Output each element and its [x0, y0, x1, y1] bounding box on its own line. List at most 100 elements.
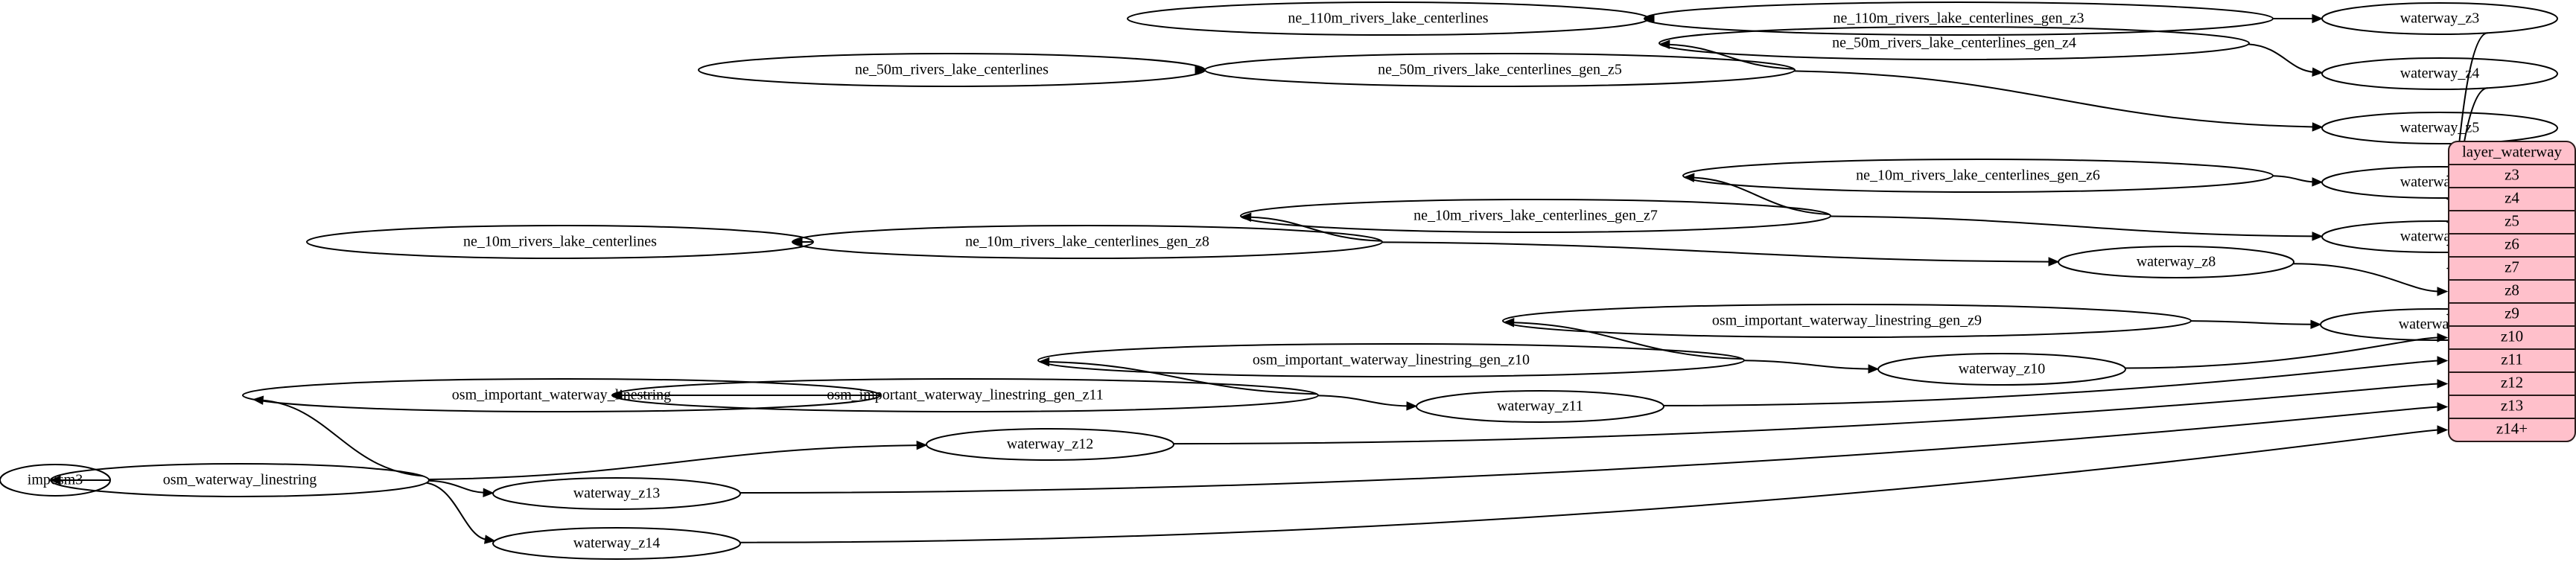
node-label-osm_waterway_linestring: osm_waterway_linestring [163, 472, 317, 488]
node-label-osm_important_waterway_linestring_gen_z11: osm_important_waterway_linestring_gen_z1… [827, 387, 1103, 403]
edge-arrowhead [2437, 402, 2449, 412]
node-osm_important_waterway_linestring_gen_z11[interactable]: osm_important_waterway_linestring_gen_z1… [611, 378, 1319, 412]
node-osm_important_waterway_linestring_gen_z10[interactable]: osm_important_waterway_linestring_gen_z1… [1037, 343, 1745, 377]
edge-waterway_z14-to-layer_waterway_z14_ [740, 429, 2440, 543]
edge-osm_important_waterway_linestring_gen_z11-to-osm_important_waterway_linestring_gen_z10 [1047, 361, 1317, 395]
node-ne_50m_rivers_lake_centerlines_gen_z4[interactable]: ne_50m_rivers_lake_centerlines_gen_z4 [1659, 26, 2250, 60]
node-label-waterway_z3: waterway_z3 [2400, 10, 2480, 27]
node-waterway_z4[interactable]: waterway_z4 [2321, 57, 2558, 90]
node-osm_important_waterway_linestring[interactable]: osm_important_waterway_linestring [242, 378, 881, 412]
node-ne_10m_rivers_lake_centerlines_gen_z8[interactable]: ne_10m_rivers_lake_centerlines_gen_z8 [792, 225, 1383, 259]
node-ne_110m_rivers_lake_centerlines[interactable]: ne_110m_rivers_lake_centerlines [1127, 1, 1650, 36]
node-waterway_z13[interactable]: waterway_z13 [492, 477, 741, 510]
node-waterway_z5[interactable]: waterway_z5 [2321, 112, 2558, 144]
node-label-waterway_z11: waterway_z11 [1497, 398, 1583, 415]
edge-ne_10m_rivers_lake_centerlines_gen_z7-to-ne_10m_rivers_lake_centerlines_gen_z6 [1692, 176, 1830, 215]
record-row-z6[interactable]: z6 [2505, 234, 2519, 252]
node-label-imposm3: imposm3 [28, 472, 83, 488]
edge-arrowhead [2437, 356, 2449, 366]
edge-arrowhead [2312, 67, 2324, 77]
edge-arrowhead [49, 475, 61, 485]
edge-arrowhead [2312, 13, 2324, 24]
node-label-waterway_z5: waterway_z5 [2400, 120, 2480, 136]
node-waterway_z14[interactable]: waterway_z14 [492, 527, 741, 560]
edge-arrowhead [791, 237, 803, 247]
edge-arrowhead [2437, 379, 2449, 389]
edge-arrowhead [2437, 287, 2449, 296]
nodes-layer: imposm3 osm_waterway_linestring osm_import… [0, 1, 2558, 560]
record-node-layer-waterway[interactable]: layer_waterway z3 z4 z5 z6 z7 z8 z9 z10 z11 z12 z13… [2448, 141, 2576, 442]
record-row-z11[interactable]: z11 [2501, 350, 2523, 368]
node-label-waterway_z12: waterway_z12 [1007, 436, 1094, 453]
node-ne_10m_rivers_lake_centerlines_gen_z7[interactable]: ne_10m_rivers_lake_centerlines_gen_z7 [1240, 199, 1831, 233]
edge-arrowhead [2048, 257, 2060, 267]
node-waterway_z8[interactable]: waterway_z8 [2058, 246, 2294, 278]
edge-osm_important_waterway_linestring_gen_z10-to-waterway_z10 [1743, 360, 1871, 370]
node-ne_10m_rivers_lake_centerlines[interactable]: ne_10m_rivers_lake_centerlines [306, 225, 814, 259]
edge-osm_waterway_linestring-to-waterway_z14 [426, 482, 487, 540]
edge-osm_important_waterway_linestring_gen_z9-to-waterway_z9 [2190, 320, 2313, 325]
edge-ne_50m_rivers_lake_centerlines_gen_z4-to-waterway_z4 [2248, 43, 2315, 73]
edge-ne_10m_rivers_lake_centerlines_gen_z8-to-ne_10m_rivers_lake_centerlines_gen_z7 [1249, 216, 1382, 242]
node-label-ne_10m_rivers_lake_centerlines_gen_z8: ne_10m_rivers_lake_centerlines_gen_z8 [965, 234, 1209, 250]
node-label-ne_10m_rivers_lake_centerlines: ne_10m_rivers_lake_centerlines [463, 234, 657, 250]
node-label-ne_110m_rivers_lake_centerlines: ne_110m_rivers_lake_centerlines [1288, 10, 1488, 27]
node-waterway_z3[interactable]: waterway_z3 [2321, 2, 2558, 35]
record-row-z8[interactable]: z8 [2505, 281, 2519, 299]
node-label-ne_10m_rivers_lake_centerlines_gen_z7: ne_10m_rivers_lake_centerlines_gen_z7 [1413, 208, 1658, 224]
edge-arrowhead [611, 390, 623, 401]
node-label-waterway_z8: waterway_z8 [2137, 254, 2216, 270]
edge-arrowhead [483, 488, 494, 498]
record-row-z4[interactable]: z4 [2505, 188, 2519, 206]
record-header-label: layer_waterway [2462, 142, 2563, 160]
edge-arrowhead [916, 440, 928, 450]
record-row-z12[interactable]: z12 [2501, 373, 2523, 391]
node-ne_110m_rivers_lake_centerlines_gen_z3[interactable]: ne_110m_rivers_lake_centerlines_gen_z3 [1644, 1, 2274, 36]
node-label-osm_important_waterway_linestring_gen_z10: osm_important_waterway_linestring_gen_z1… [1253, 352, 1530, 368]
node-ne_50m_rivers_lake_centerlines[interactable]: ne_50m_rivers_lake_centerlines [698, 53, 1206, 87]
record-row-z10[interactable]: z10 [2501, 327, 2523, 345]
node-waterway_z12[interactable]: waterway_z12 [926, 428, 1174, 461]
node-label-osm_important_waterway_linestring: osm_important_waterway_linestring [452, 387, 671, 403]
node-label-waterway_z14: waterway_z14 [573, 535, 661, 552]
node-osm_waterway_linestring[interactable]: osm_waterway_linestring [50, 463, 430, 497]
edge-arrowhead [2312, 122, 2324, 132]
record-row-z13[interactable]: z13 [2501, 396, 2523, 414]
node-ne_50m_rivers_lake_centerlines_gen_z5[interactable]: ne_50m_rivers_lake_centerlines_gen_z5 [1204, 53, 1796, 87]
edge-arrowhead [1868, 364, 1880, 374]
node-label-waterway_z4: waterway_z4 [2400, 66, 2480, 82]
edge-waterway_z8-to-layer_waterway_z8 [2293, 263, 2440, 293]
node-label-osm_important_waterway_linestring_gen_z9: osm_important_waterway_linestring_gen_z9 [1712, 313, 1982, 329]
edge-osm_waterway_linestring-to-waterway_z12 [428, 444, 919, 480]
record-row-z5[interactable]: z5 [2505, 211, 2519, 229]
edge-waterway_z10-to-layer_waterway_z10 [2125, 336, 2440, 369]
node-waterway_z11[interactable]: waterway_z11 [1416, 390, 1664, 423]
edge-arrowhead [2310, 319, 2322, 330]
edge-waterway_z12-to-layer_waterway_z12 [1173, 383, 2440, 445]
record-row-z3[interactable]: z3 [2505, 165, 2519, 183]
record-row-z9[interactable]: z9 [2505, 304, 2519, 322]
edge-arrowhead [2312, 232, 2324, 241]
edge-ne_10m_rivers_lake_centerlines_gen_z7-to-waterway_z7 [1830, 215, 2315, 237]
edge-ne_10m_rivers_lake_centerlines_gen_z6-to-waterway_z6 [2272, 175, 2315, 183]
edge-ne_10m_rivers_lake_centerlines_gen_z8-to-waterway_z8 [1381, 241, 2051, 263]
node-label-waterway_z10: waterway_z10 [1959, 361, 2046, 377]
node-imposm3[interactable]: imposm3 [0, 464, 111, 497]
edge-arrowhead [2312, 177, 2324, 187]
node-label-ne_110m_rivers_lake_centerlines_gen_z3: ne_110m_rivers_lake_centerlines_gen_z3 [1834, 10, 2084, 27]
edge-arrowhead [484, 535, 496, 544]
record-row-z14plus[interactable]: z14+ [2496, 419, 2528, 437]
edge-ne_50m_rivers_lake_centerlines_gen_z5-to-waterway_z5 [1794, 70, 2315, 128]
node-ne_10m_rivers_lake_centerlines_gen_z6[interactable]: ne_10m_rivers_lake_centerlines_gen_z6 [1682, 159, 2274, 193]
edge-waterway_z11-to-layer_waterway_z11 [1663, 360, 2440, 406]
record-node-layer: layer_waterway z3 z4 z5 z6 z7 z8 z9 z10 z11 z12 z13… [2448, 141, 2576, 442]
edge-arrowhead [1195, 65, 1206, 75]
node-osm_important_waterway_linestring_gen_z9[interactable]: osm_important_waterway_linestring_gen_z9 [1502, 304, 2192, 338]
node-label-ne_50m_rivers_lake_centerlines_gen_z4: ne_50m_rivers_lake_centerlines_gen_z4 [1832, 35, 2076, 51]
record-row-z7[interactable]: z7 [2505, 258, 2519, 275]
node-waterway_z10[interactable]: waterway_z10 [1877, 353, 2126, 386]
node-label-ne_50m_rivers_lake_centerlines: ne_50m_rivers_lake_centerlines [855, 62, 1049, 78]
edge-osm_important_waterway_linestring_gen_z10-to-osm_important_waterway_linestring_gen_z9 [1512, 322, 1743, 360]
